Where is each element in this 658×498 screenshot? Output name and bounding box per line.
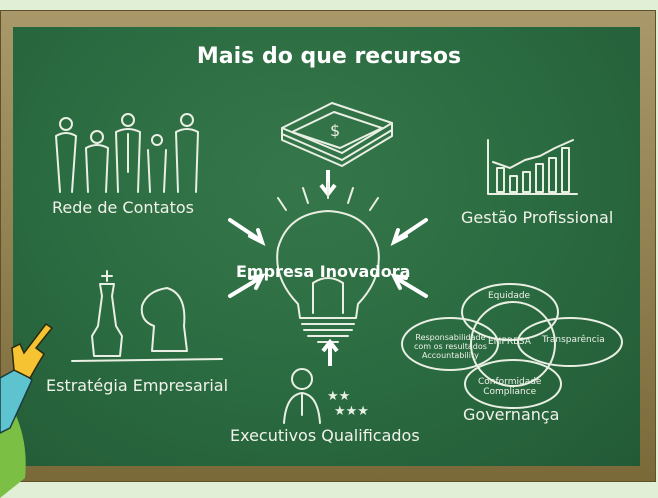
center-label: Empresa Inovadora [236, 262, 411, 281]
label-strategy: Estratégia Empresarial [46, 376, 229, 395]
chalkboard [13, 27, 640, 466]
people-icon [55, 113, 199, 193]
label-governance: Governança [463, 405, 560, 424]
label-executives: Executivos Qualificados [230, 426, 420, 445]
governance-center: EMPRESA [488, 337, 531, 347]
governance-bottom-line: Compliance [483, 387, 537, 397]
governance-diagram [401, 283, 623, 409]
label-management: Gestão Profissional [461, 208, 614, 227]
governance-top: Equidade [488, 291, 531, 301]
growth-chart-icon [487, 139, 578, 195]
governance-left: Responsabilidade com os resultados Accou… [414, 333, 487, 360]
arrow-up-icon [321, 338, 339, 366]
governance-right: Transparência [542, 335, 605, 345]
light-bulb-icon [228, 182, 428, 343]
governance-left-line: com os resultados [414, 342, 487, 351]
governance-bottom: Conformidade Compliance [478, 377, 541, 397]
label-network: Rede de Contatos [52, 198, 194, 217]
svg-text:★★: ★★ [327, 389, 350, 404]
governance-bottom-line: Conformidade [478, 377, 542, 387]
svg-text:$: $ [330, 121, 340, 140]
chess-pieces-icon [71, 270, 223, 362]
money-icon: $ [281, 102, 393, 167]
svg-text:★★★: ★★★ [334, 404, 369, 419]
governance-left-line: Accountability [422, 351, 479, 360]
governance-left-line: Responsabilidade [415, 333, 486, 342]
executive-icon: ★★ ★★★ [283, 368, 369, 424]
page-title: Mais do que recursos [196, 44, 462, 69]
pointing-hand-character [0, 322, 54, 498]
